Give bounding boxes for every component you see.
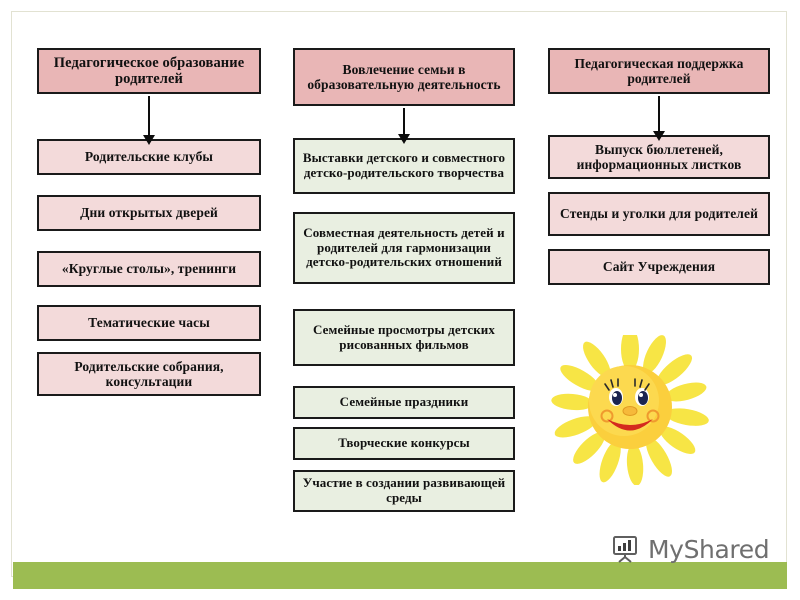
- list-item[interactable]: Семейные просмотры детских рисованных фи…: [293, 309, 518, 369]
- list-item[interactable]: Тематические часы: [37, 305, 264, 344]
- list-item-label: Выпуск бюллетеней, информационных листко…: [576, 141, 742, 172]
- arrow-middle-column: [398, 108, 410, 144]
- list-item[interactable]: Семейные праздники: [293, 386, 518, 422]
- list-item[interactable]: Совместная деятельность детей и родителе…: [293, 212, 518, 287]
- list-item-label: «Круглые столы», тренинги: [61, 261, 237, 277]
- list-item[interactable]: Творческие конкурсы: [293, 427, 518, 463]
- list-item[interactable]: Родительские собрания, консультации: [37, 352, 264, 399]
- list-item-label: Родительские собрания, консультации: [74, 358, 224, 389]
- list-item-label: Участие в создании развивающей среды: [302, 475, 506, 505]
- list-item-label: Творческие конкурсы: [338, 435, 470, 451]
- column-middle-header-label: Вовлечение семьи в образовательную деяте…: [307, 61, 501, 92]
- list-item-label: Семейные просмотры детских рисованных фи…: [312, 321, 495, 352]
- list-item[interactable]: Участие в создании развивающей среды: [293, 470, 518, 515]
- column-middle-header[interactable]: Вовлечение семьи в образовательную деяте…: [293, 48, 518, 109]
- list-item-label: Выставки детского и совместного детско-р…: [302, 150, 506, 180]
- list-item-label: Тематические часы: [88, 315, 210, 331]
- column-left-header[interactable]: Педагогическое образование родителей: [37, 48, 264, 97]
- myshared-watermark[interactable]: MyShared: [611, 534, 770, 564]
- smiling-sun-icon: [551, 335, 709, 485]
- list-item-label: Стенды и уголки для родителей: [560, 206, 758, 222]
- list-item-label: Семейные праздники: [339, 394, 469, 410]
- column-right-header[interactable]: Педагогическая поддержка родителей: [548, 48, 773, 97]
- list-item-label: Сайт Учреждения: [602, 259, 716, 275]
- list-item-label: Родительские клубы: [84, 149, 214, 165]
- arrow-left-column: [143, 96, 155, 145]
- list-item-label: Дни открытых дверей: [80, 205, 218, 221]
- list-item[interactable]: Сайт Учреждения: [548, 249, 773, 288]
- arrow-right-column: [653, 96, 665, 141]
- presentation-chart-icon: [613, 536, 637, 563]
- list-item-label: Совместная деятельность детей и родителе…: [303, 225, 505, 270]
- bottom-green-band: [13, 562, 787, 589]
- list-item[interactable]: Выставки детского и совместного детско-р…: [293, 138, 518, 197]
- list-item[interactable]: Дни открытых дверей: [37, 195, 264, 234]
- column-right-header-label: Педагогическая поддержка родителей: [574, 55, 744, 86]
- list-item[interactable]: Выпуск бюллетеней, информационных листко…: [548, 135, 773, 182]
- list-item[interactable]: Родительские клубы: [37, 139, 264, 178]
- list-item[interactable]: Стенды и уголки для родителей: [548, 192, 773, 239]
- column-left-header-label: Педагогическое образование родителей: [53, 54, 245, 87]
- myshared-watermark-label: MyShared: [648, 534, 770, 564]
- list-item[interactable]: «Круглые столы», тренинги: [37, 251, 264, 290]
